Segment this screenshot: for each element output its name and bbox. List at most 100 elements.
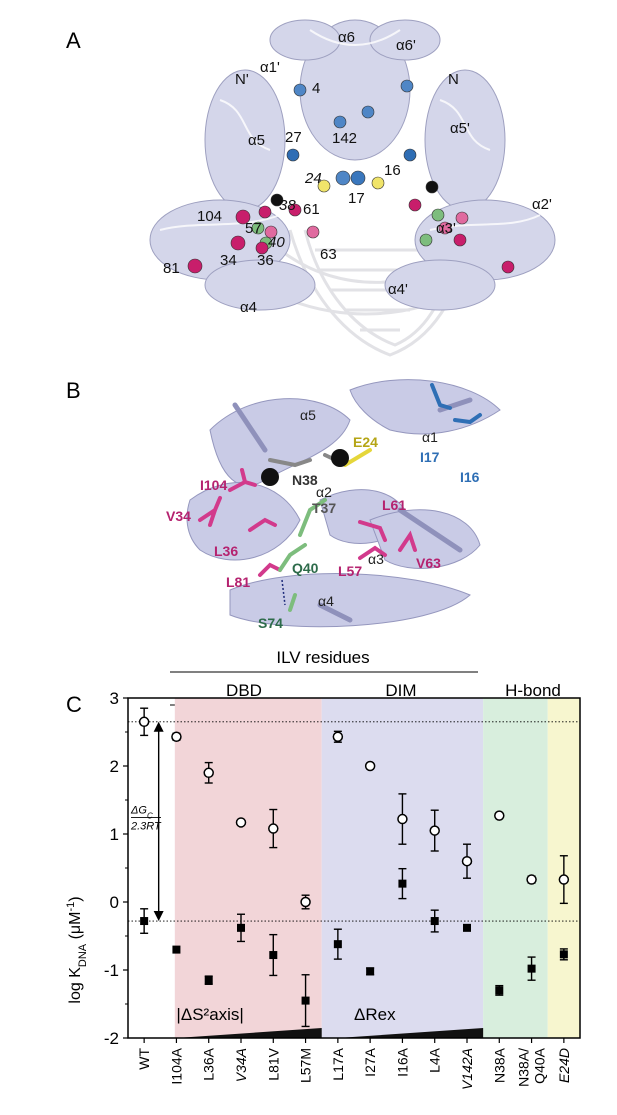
dg-arrow-head-down <box>153 911 164 922</box>
dbd-ramp-label: |ΔS²axis| <box>176 1005 243 1024</box>
label-b-v63: V63 <box>416 555 441 571</box>
label-res4: 4 <box>312 80 320 97</box>
dg-numerator: ΔGC <box>130 804 153 820</box>
x-tick-label-10: V142A <box>459 1048 475 1090</box>
label-n: N <box>448 71 459 88</box>
y-tick-label-0: -2 <box>104 1029 119 1048</box>
dim-ramp <box>337 1028 484 1038</box>
label-res40: 40 <box>268 234 285 251</box>
dg-denominator: 2.3RT <box>130 820 162 832</box>
label-b-t37: T37 <box>312 500 336 516</box>
x-tick-label-9: L4A <box>427 1047 443 1073</box>
label-b-i16: I16 <box>460 469 480 485</box>
point-filled-12 <box>527 964 536 973</box>
label-alpha6p: α6' <box>396 37 416 54</box>
label-b-q40: Q40 <box>292 560 319 576</box>
point-open-5 <box>300 896 311 908</box>
label-res24: 24 <box>304 170 322 187</box>
point-open-4 <box>268 823 279 834</box>
x-tick-label-1: I104A <box>168 1047 184 1084</box>
label-alpha3p: α3' <box>436 220 456 237</box>
y-tick-label-2: 0 <box>110 893 119 912</box>
point-filled-0 <box>140 917 149 926</box>
label-res16: 16 <box>384 162 401 179</box>
point-filled-10 <box>463 923 471 932</box>
residue-spheres <box>187 79 515 274</box>
label-alpha2p: α2' <box>532 196 552 213</box>
y-tick-label-3: 1 <box>110 825 119 844</box>
ribbon-cartoon-b <box>186 379 501 628</box>
label-b-alpha1: α1 <box>422 429 438 445</box>
hbond-band <box>483 698 548 1038</box>
label-b-alpha3: α3 <box>368 551 384 567</box>
label-res34: 34 <box>220 252 237 269</box>
x-tick-label-11: N38A <box>491 1047 507 1083</box>
panel-a-letter: A <box>66 28 81 53</box>
group-hbond-label: H-bond <box>505 681 561 700</box>
point-open-12 <box>526 874 537 885</box>
x-tick-label-4: L81V <box>265 1047 281 1080</box>
point-open-10 <box>461 855 473 867</box>
point-open-1 <box>171 731 182 743</box>
label-alpha6: α6 <box>338 29 355 46</box>
panel-c-chart: ILV residues DBD DIM H-bond |ΔS²axis|ΔRe… <box>65 648 581 1090</box>
panel-c-letter: C <box>66 692 82 717</box>
label-res36: 36 <box>257 252 274 269</box>
group-ilv-label: ILV residues <box>276 648 369 667</box>
panel-a-structure: α6 α6' α1' N' N α5 α5' α2' α3' α4 α4' 4 … <box>149 19 556 357</box>
label-b-e24: E24 <box>353 434 378 450</box>
label-b-alpha5: α5 <box>300 407 316 423</box>
label-res104: 104 <box>197 208 222 225</box>
dg-arrow-head-up <box>153 721 164 732</box>
label-alpha5: α5 <box>248 132 265 149</box>
point-open-2 <box>203 767 214 779</box>
x-tick-label-13: E24D <box>556 1048 572 1083</box>
label-b-v34: V34 <box>166 508 191 524</box>
label-b-l36: L36 <box>214 543 238 559</box>
point-filled-1 <box>172 945 181 954</box>
y-tick-label-1: -1 <box>104 961 119 980</box>
label-b-l61: L61 <box>382 497 406 513</box>
label-b-l81: L81 <box>226 574 250 590</box>
label-b-s74: S74 <box>258 615 283 631</box>
point-open-3 <box>235 817 247 828</box>
label-alpha4p: α4' <box>388 281 408 298</box>
point-open-7 <box>364 760 376 772</box>
point-open-9 <box>429 825 440 836</box>
label-alpha1p: α1' <box>260 59 280 76</box>
point-filled-4 <box>269 951 278 960</box>
label-b-i17: I17 <box>420 449 440 465</box>
label-res38: 38 <box>279 197 296 214</box>
x-tick-label-5: L57M <box>298 1048 314 1083</box>
y-axis-title: log KDNA (μM-1) <box>65 896 89 1003</box>
panel-b-letter: B <box>66 378 81 403</box>
label-b-alpha4: α4 <box>318 593 334 609</box>
point-filled-3 <box>237 923 245 932</box>
point-open-6 <box>332 731 344 743</box>
point-open-11 <box>494 810 505 821</box>
x-tick-label-3: V34A <box>233 1048 249 1082</box>
point-filled-5 <box>301 996 310 1005</box>
label-alpha4: α4 <box>240 299 257 316</box>
label-res142: 142 <box>332 130 357 147</box>
label-res81: 81 <box>163 260 180 277</box>
point-filled-11 <box>495 986 504 995</box>
x-tick-label-0: WT <box>136 1048 152 1070</box>
dbd-band <box>174 698 322 1038</box>
y-tick-label-4: 2 <box>110 757 119 776</box>
x-tick-label-2: L36A <box>201 1047 217 1080</box>
group-dbd-label: DBD <box>226 681 262 700</box>
point-open-0 <box>138 716 150 728</box>
point-filled-7 <box>366 967 375 976</box>
point-filled-2 <box>204 976 213 985</box>
label-res27: 27 <box>285 129 302 146</box>
label-res57: 57 <box>245 220 262 237</box>
label-nprime: N' <box>235 71 249 88</box>
label-alpha5p: α5' <box>450 120 470 137</box>
y-tick-label-5: 3 <box>110 689 119 708</box>
label-b-i104: I104 <box>200 477 227 493</box>
label-b-l57: L57 <box>338 563 362 579</box>
label-res17: 17 <box>348 190 365 207</box>
dim-ramp-label: ΔRex <box>354 1005 396 1024</box>
label-res63: 63 <box>320 246 337 263</box>
